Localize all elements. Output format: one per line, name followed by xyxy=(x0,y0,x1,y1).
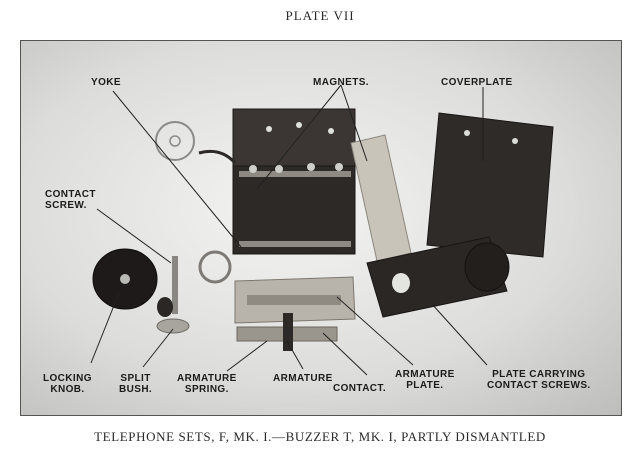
label-locking-knob-line1: LOCKING xyxy=(43,373,92,384)
label-armature: ARMATURE xyxy=(273,373,333,384)
label-armature-spring-line1: ARMATURE xyxy=(177,373,237,384)
label-split-bush: SPLIT BUSH. xyxy=(119,373,152,395)
label-split-bush-line2: BUSH. xyxy=(119,384,153,395)
label-locking-knob-line2: KNOB. xyxy=(50,384,85,395)
plate-title: PLATE VII xyxy=(285,8,355,23)
contact-screw xyxy=(156,256,190,334)
armature-plate xyxy=(234,276,356,324)
label-contact-screw-line1: CONTACT xyxy=(45,189,96,200)
label-contact-screw-line2: SCREW. xyxy=(45,200,87,211)
washer xyxy=(155,121,195,161)
label-contact-screw: CONTACT SCREW. xyxy=(45,189,96,211)
label-armature-plate-line1: ARMATURE xyxy=(395,369,455,380)
label-yoke: YOKE xyxy=(91,77,121,88)
label-plate-carrying-line1: PLATE CARRYING xyxy=(492,369,586,380)
magnet-assembly xyxy=(198,108,356,255)
label-coverplate: COVERPLATE xyxy=(441,77,513,88)
label-armature-plate-line2: PLATE. xyxy=(406,380,444,391)
label-armature-spring: ARMATURE SPRING. xyxy=(177,373,237,395)
plate-caption: TELEPHONE SETS, F, MK. I.—BUZZER T, MK. … xyxy=(94,429,546,444)
label-plate-carrying-contact-screws: PLATE CARRYING CONTACT SCREWS. xyxy=(487,369,591,391)
label-plate-carrying-line2: CONTACT SCREWS. xyxy=(487,380,591,391)
label-contact: CONTACT. xyxy=(333,383,387,394)
coverplate xyxy=(426,112,554,258)
small-washer xyxy=(198,250,232,284)
label-locking-knob: LOCKING KNOB. xyxy=(43,373,92,395)
label-armature-plate: ARMATURE PLATE. xyxy=(395,369,455,391)
leader-lines xyxy=(90,84,488,376)
label-split-bush-line1: SPLIT xyxy=(120,373,151,384)
photo-illustration xyxy=(90,84,554,376)
label-magnets: MAGNETS. xyxy=(313,77,369,88)
photograph: YOKE MAGNETS. COVERPLATE CONTACT SCREW. … xyxy=(20,40,622,416)
locking-knob xyxy=(92,248,158,310)
label-armature-spring-line2: SPRING. xyxy=(184,384,229,395)
magnet-strip xyxy=(350,134,412,262)
plate-carrying-contact-screws xyxy=(366,236,510,318)
